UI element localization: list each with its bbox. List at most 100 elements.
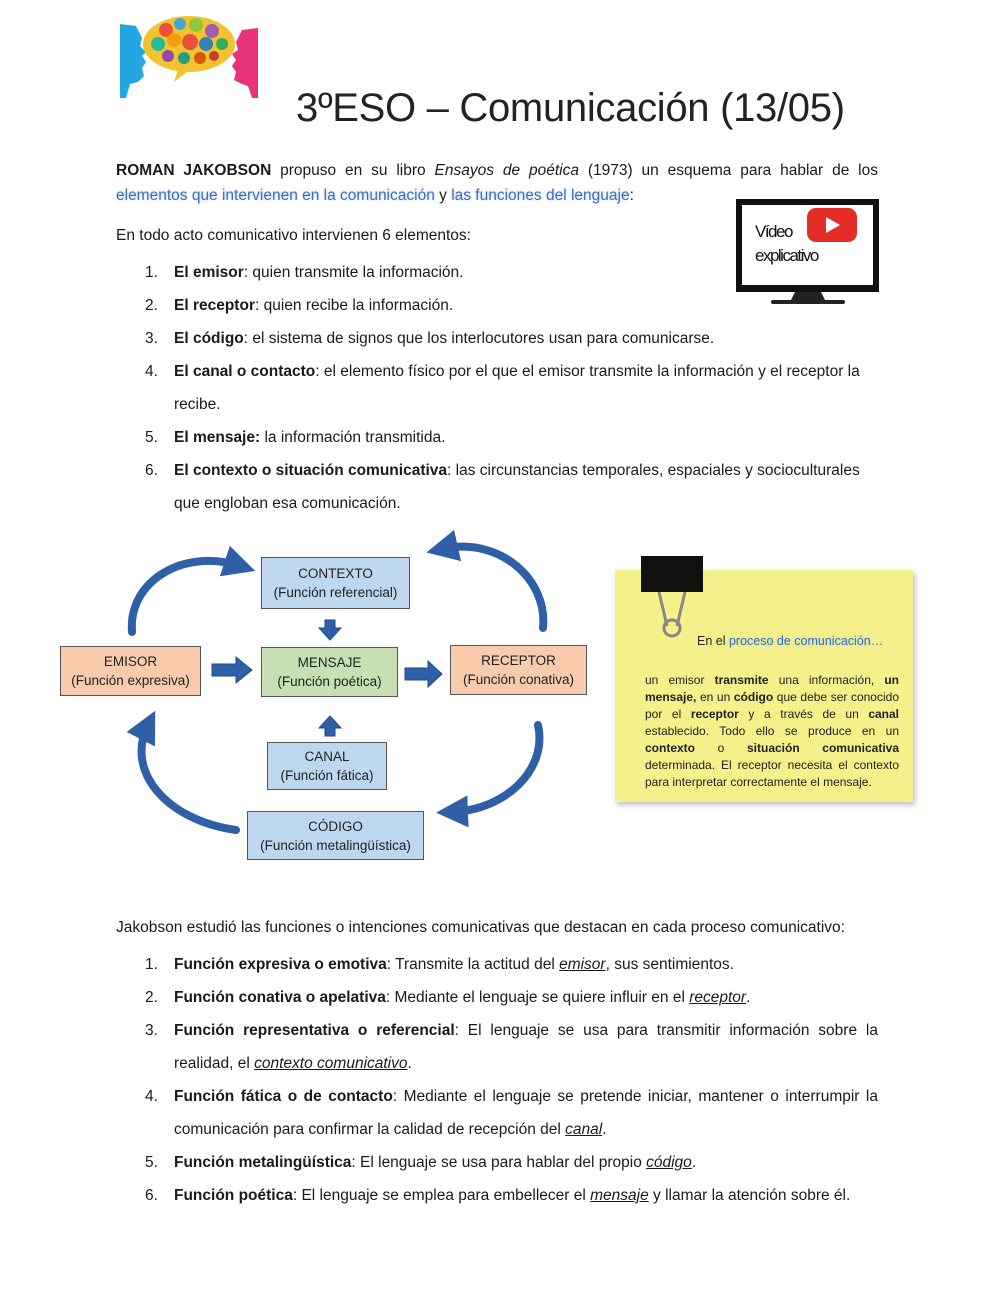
list-number: 2. <box>145 297 158 314</box>
link-functions[interactable]: las funciones del lenguaje <box>451 187 630 204</box>
box-receptor: RECEPTOR (Función conativa) <box>450 645 587 695</box>
note-keyword: contexto <box>645 741 696 755</box>
video-label-2: explicativo <box>755 246 819 265</box>
curved-arrow-emisor-contexto <box>127 545 256 636</box>
note-text: que debe ser conocido por el <box>645 690 899 721</box>
element-term: El emisor <box>174 264 244 281</box>
element-text: : el sistema de signos que los interlocu… <box>243 330 715 347</box>
list-number: 1. <box>145 264 158 281</box>
arrow-canal-mensaje <box>317 715 343 737</box>
box-label: RECEPTOR <box>481 653 556 668</box>
list-item: 3. El código: el sistema de signos que lo… <box>116 322 878 355</box>
function-text: . <box>602 1121 607 1138</box>
elements-list: 1. El emisor: quien transmite la informac… <box>116 256 878 520</box>
intro-text: : <box>629 187 634 204</box>
function-text: . <box>691 1154 697 1171</box>
element-term: El código <box>174 330 244 347</box>
function-text: : El lenguaje se emplea para embellecer … <box>292 1187 591 1204</box>
video-button[interactable]: Vídeo explicativo <box>735 198 881 308</box>
list-number: 6. <box>145 1187 158 1204</box>
function-term: Función expresiva o emotiva <box>174 956 387 973</box>
function-element: emisor <box>559 956 606 973</box>
list-item: 3.Función representativa o referencial: … <box>116 1014 878 1080</box>
element-term: El contexto o situación comunicativa <box>174 462 448 479</box>
tv-icon <box>736 199 879 304</box>
curved-arrow-receptor-contexto <box>426 529 548 632</box>
function-element: receptor <box>689 989 747 1006</box>
functions-intro: Jakobson estudió las funciones o intenci… <box>116 919 845 936</box>
arrow-mensaje-receptor <box>404 659 443 689</box>
arrow-contexto-mensaje <box>317 619 343 641</box>
list-number: 4. <box>145 363 158 380</box>
function-text: . <box>746 989 751 1006</box>
function-text: : Transmite la actitud del <box>386 956 560 973</box>
element-term: El mensaje: <box>174 429 261 446</box>
function-element: canal <box>565 1121 603 1138</box>
function-text: : El lenguaje se usa para transmitir inf… <box>174 1022 878 1072</box>
note-title-text: En el <box>697 634 729 648</box>
sticky-note: En el proceso de comunicación… un emisor… <box>615 556 913 802</box>
function-term: Función conativa o apelativa <box>174 989 386 1006</box>
intro-paragraph: ROMAN JAKOBSON propuso en su libro Ensay… <box>116 158 878 208</box>
list-number: 1. <box>145 956 158 973</box>
function-text: : El lenguaje se usa para hablar del pro… <box>351 1154 647 1171</box>
list-number: 4. <box>145 1088 158 1105</box>
note-text: o <box>695 741 747 755</box>
element-term: El canal o contacto <box>174 363 316 380</box>
curved-arrow-codigo-emisor <box>126 710 240 834</box>
function-element: contexto comunicativo <box>254 1055 408 1072</box>
box-canal: CANAL (Función fática) <box>267 742 387 790</box>
element-text: : quien recibe la información. <box>254 297 454 314</box>
list-number: 3. <box>145 330 158 347</box>
element-text: : quien transmite la información. <box>243 264 464 281</box>
author-name: ROMAN JAKOBSON <box>116 162 272 179</box>
intro-text: propuso en su libro <box>271 162 435 179</box>
list-item: 1. El emisor: quien transmite la informac… <box>116 256 878 289</box>
box-function: (Función expresiva) <box>71 673 190 688</box>
list-item: 2.Función conativa o apelativa: Mediante… <box>116 981 878 1014</box>
function-element: código <box>646 1154 692 1171</box>
box-codigo: CÓDIGO (Función metalingüística) <box>247 811 424 860</box>
note-text: y a través de un <box>738 707 869 721</box>
list-number: 5. <box>145 429 158 446</box>
box-label: EMISOR <box>103 654 158 669</box>
list-number: 2. <box>145 989 158 1006</box>
video-label-1: Vídeo <box>755 222 793 241</box>
curved-arrow-receptor-codigo <box>436 721 544 828</box>
note-text: una información, <box>768 673 885 687</box>
box-mensaje: MENSAJE (Función poética) <box>261 647 398 697</box>
list-item: 5.El mensaje: la información transmitida… <box>116 421 878 454</box>
function-text: : Mediante el lenguaje se pretende inici… <box>174 1088 878 1138</box>
note-keyword: situación comunicativa <box>746 741 899 755</box>
note-title-link[interactable]: proceso de comunicación… <box>728 634 884 648</box>
box-function: (Función referencial) <box>273 585 398 600</box>
page-title: 3ºESO – Comunicación (13/05) <box>296 86 845 130</box>
list-number: 3. <box>145 1022 158 1039</box>
list-item: 5.Función metalingüística: El lenguaje s… <box>116 1146 878 1179</box>
note-text: en un <box>696 690 734 704</box>
function-element: mensaje <box>590 1187 649 1204</box>
element-term: El receptor <box>174 297 255 314</box>
list-number: 5. <box>145 1154 158 1171</box>
note-keyword: receptor <box>690 707 739 721</box>
note-keyword: código <box>733 690 774 704</box>
note-body: un emisor transmite una información, un … <box>645 672 899 791</box>
link-elements[interactable]: elementos que intervienen en la comunica… <box>116 187 435 204</box>
box-emisor: EMISOR (Función expresiva) <box>60 646 201 696</box>
list-item: 6.El contexto o situación comunicativa: … <box>116 454 878 520</box>
box-label: MENSAJE <box>297 655 362 670</box>
arrow-emisor-mensaje <box>211 655 253 685</box>
note-text: establecido. Todo ello se produce en un <box>645 724 899 738</box>
note-text: determinada. El receptor necesita el con… <box>645 758 899 789</box>
function-text: y llamar la atención sobre él. <box>648 1187 851 1204</box>
box-function: (Función poética) <box>277 674 382 689</box>
book-title: Ensayos de poética <box>434 162 579 179</box>
function-text: , sus sentimientos. <box>605 956 734 973</box>
box-contexto: CONTEXTO (Función referencial) <box>261 557 410 609</box>
note-text: un emisor <box>645 673 715 687</box>
note-keyword: un mensaje, <box>645 673 899 704</box>
function-term: Función poética <box>174 1187 293 1204</box>
functions-list: 1. Función expresiva o emotiva: Transmite… <box>116 948 878 1212</box>
box-function: (Función fática) <box>280 768 374 783</box>
element-text: : las circunstancias temporales, espacia… <box>174 462 860 512</box>
